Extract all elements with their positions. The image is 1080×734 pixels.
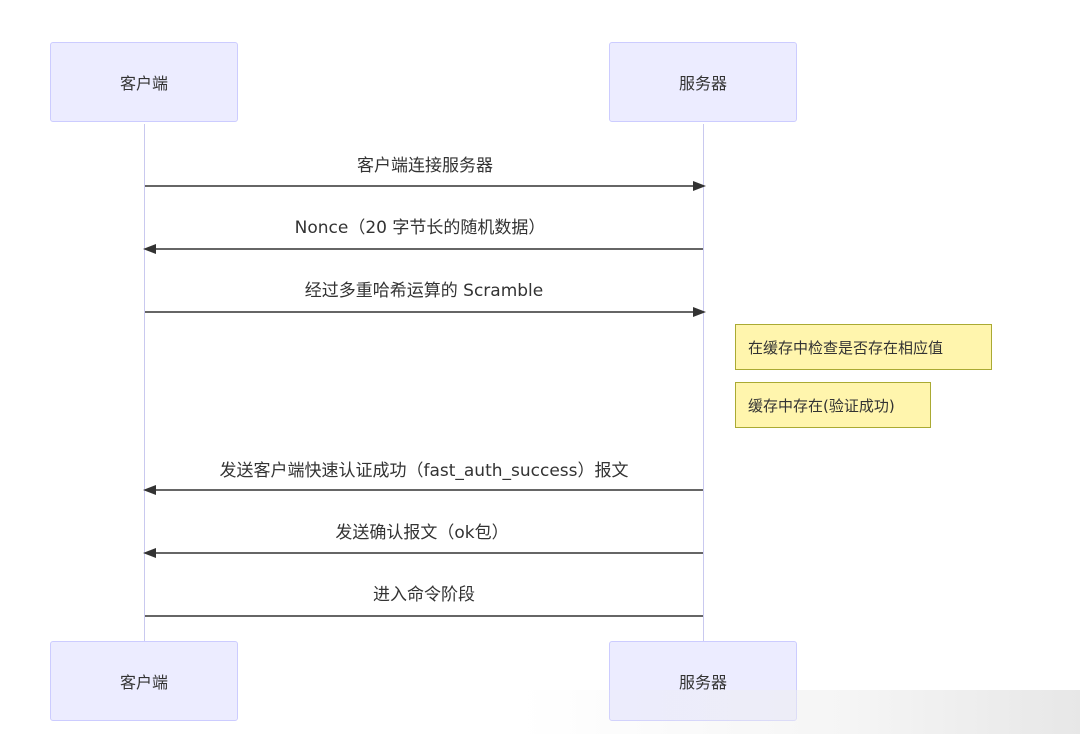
message-2-label: Nonce（20 字节长的随机数据）: [294, 218, 546, 238]
note-cache-check: 在缓存中检查是否存在相应值: [735, 324, 992, 370]
message-5-arrowhead: [143, 548, 156, 558]
message-4-arrowhead: [143, 485, 156, 495]
message-2-arrowhead: [143, 244, 156, 254]
message-5-label: 发送确认报文（ok包）: [335, 523, 509, 543]
note-cache-hit: 缓存中存在(验证成功): [735, 382, 931, 428]
client-actor-top: 客户端: [50, 42, 238, 122]
client-actor-bottom: 客户端: [50, 641, 238, 721]
message-4-label: 发送客户端快速认证成功（fast_auth_success）报文: [219, 461, 629, 481]
message-1-label: 客户端连接服务器: [357, 156, 493, 176]
message-6-label: 进入命令阶段: [373, 585, 475, 605]
message-1-arrowhead: [693, 181, 706, 191]
message-3-arrowhead: [693, 307, 706, 317]
screenshot-shadow: [520, 690, 1080, 734]
server-actor-top: 服务器: [609, 42, 797, 122]
server-lifeline: [703, 124, 704, 642]
message-3-label: 经过多重哈希运算的 Scramble: [304, 281, 544, 301]
client-lifeline: [144, 124, 145, 642]
